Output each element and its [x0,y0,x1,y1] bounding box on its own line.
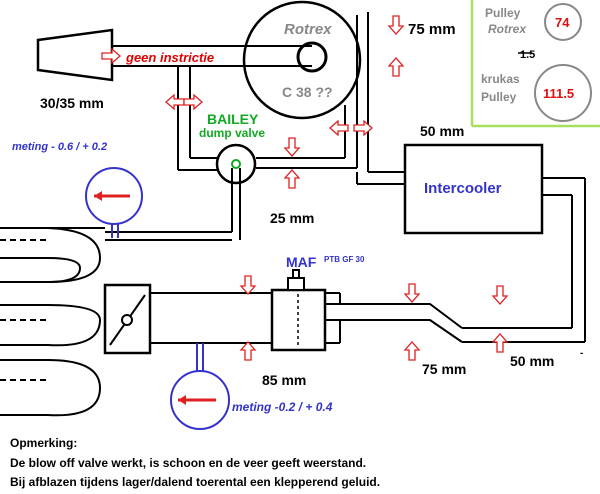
mm-50-bottom-label: 50 mm [510,353,554,369]
rotrex-label: Rotrex [284,21,332,38]
maf-label: MAF [286,254,317,270]
krukas-value: 111.5 [543,86,574,101]
outlet-pipe [325,177,586,343]
note-line-1: De blow off valve werkt, is schoon en de… [10,456,366,470]
pressure-gauge-bottom [170,343,230,430]
krukas-line1: krukas [481,72,520,86]
mm-75-bottom-label: 75 mm [422,361,466,377]
mm-50-mid-label: 50 mm [420,123,464,139]
mm-25-label: 25 mm [270,210,314,226]
maf-sensor [270,269,327,352]
pulley-info-box [470,0,600,128]
pulley-rotrex-line2: Rotrex [488,22,527,36]
note-title: Opmerking: [10,436,77,450]
intercooler-box [403,143,544,235]
pulley-rotrex-line1: Pulley [485,6,521,20]
intake-pipe [150,292,341,344]
bailey-label: BAILEY [207,111,259,127]
dash-label: - [580,348,583,359]
pulley-rotrex-value: 74 [555,15,570,30]
maf-note-label: PTB GF 30 [324,255,365,264]
ratio-value: 1.5 [520,49,535,61]
intake-size-label: 30/35 mm [40,95,104,111]
intercooler-label: Intercooler [424,180,502,197]
rotrex-compressor [242,0,362,120]
bailey-dump-valve [215,143,257,240]
pressure-gauge-top [85,167,143,238]
geen-instrictie-label: geen instrictie [125,50,214,65]
throttle-body [103,283,152,355]
intake-cone [36,28,114,82]
meting-top-label: meting - 0.6 / + 0.2 [12,141,107,153]
dump-valve-label: dump valve [199,126,265,140]
rotrex-inlet [296,41,328,73]
mm-75-top-label: 75 mm [408,21,456,38]
c38-label: C 38 ?? [282,84,333,100]
intake-manifold [0,227,232,417]
mm-85-label: 85 mm [262,372,306,388]
note-line-2: Bij afblazen tijdens lager/dalend toeren… [10,475,380,489]
krukas-line2: Pulley [481,90,517,104]
meting-bottom-label: meting -0.2 / + 0.4 [232,400,333,414]
